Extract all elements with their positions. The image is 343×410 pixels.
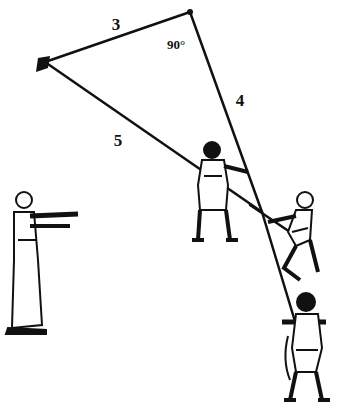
bottom-figure xyxy=(282,293,330,400)
standing-figure xyxy=(6,192,78,334)
middle-figure xyxy=(192,142,248,240)
rope-side xyxy=(190,12,262,212)
side-length-label: 4 xyxy=(236,92,245,109)
rope-side xyxy=(45,62,262,212)
pegs xyxy=(36,9,193,72)
rope-side xyxy=(45,12,190,62)
angle-label: 90° xyxy=(167,38,185,51)
kneeling-figure xyxy=(268,192,318,280)
side-length-label: 5 xyxy=(114,132,123,149)
side-length-label: 3 xyxy=(112,16,121,33)
